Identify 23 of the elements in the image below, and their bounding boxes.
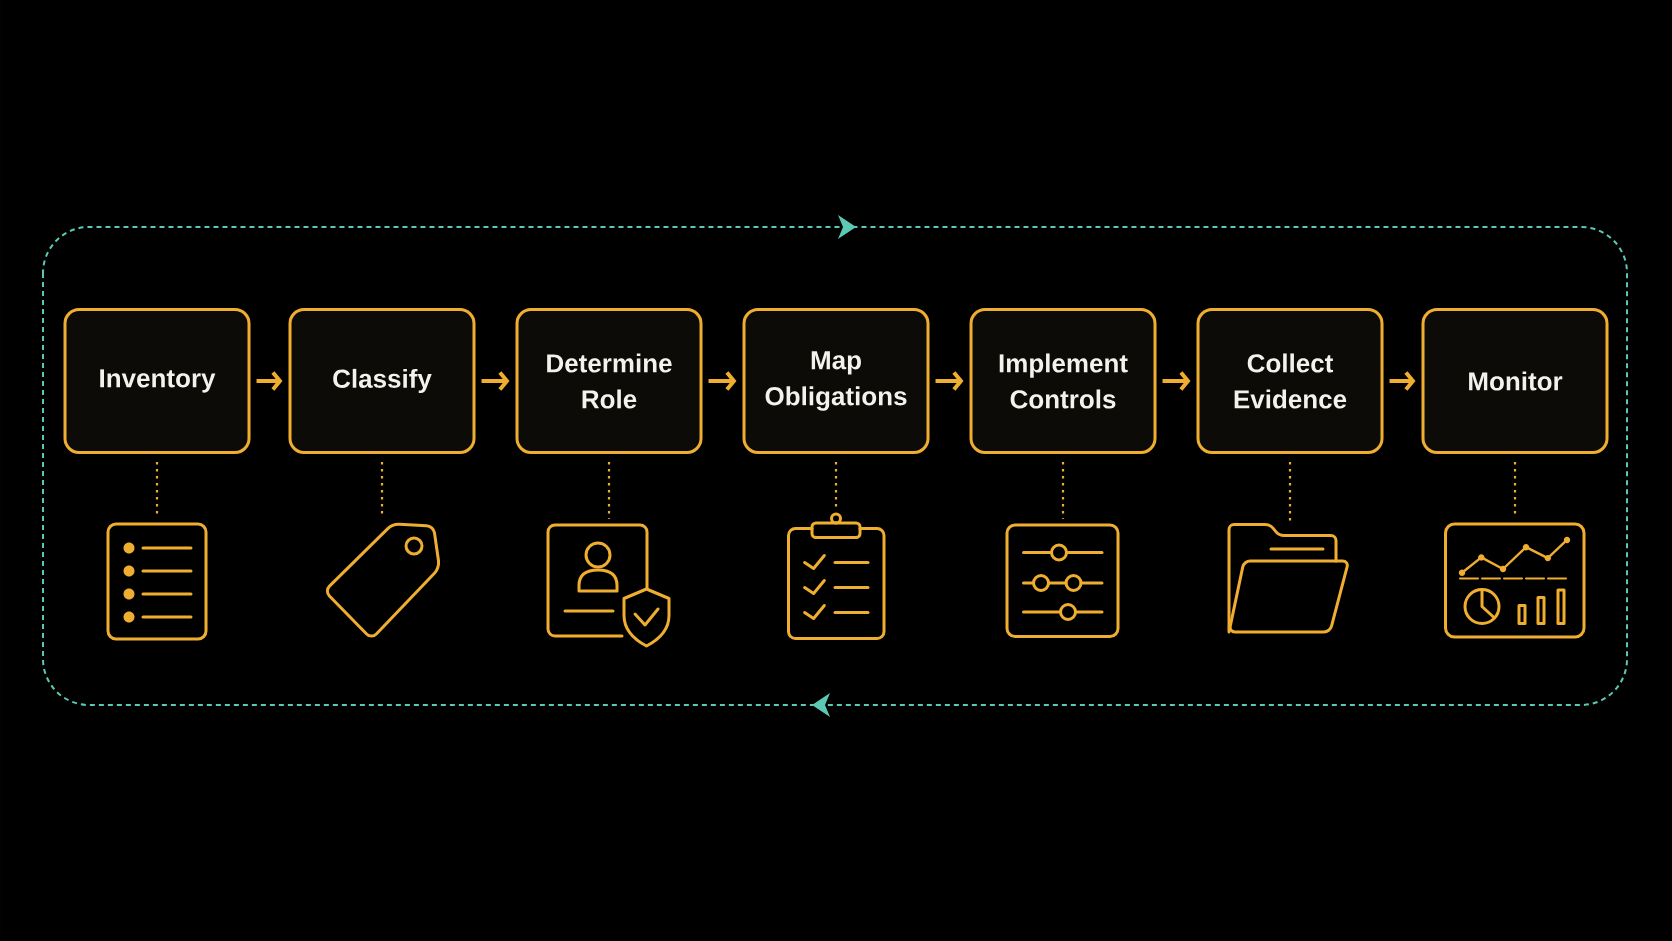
arrow bbox=[481, 371, 510, 391]
tag-icon bbox=[325, 522, 441, 638]
process-box: Implement Controls bbox=[969, 308, 1157, 454]
arrow bbox=[1162, 371, 1191, 391]
dashboard-chart-icon bbox=[1444, 522, 1586, 639]
process-box: Classify bbox=[288, 308, 476, 454]
leader-line bbox=[834, 462, 838, 509]
user-shield-icon bbox=[546, 523, 671, 648]
process-box: Collect Evidence bbox=[1196, 308, 1384, 454]
process-box: Determine Role bbox=[515, 308, 703, 454]
folder-icon bbox=[1227, 523, 1349, 634]
leader-line bbox=[607, 462, 611, 519]
arrow bbox=[1389, 371, 1416, 391]
process-box: Map Obligations bbox=[742, 308, 930, 454]
leader-line bbox=[1061, 462, 1065, 519]
clipboard-checklist-icon bbox=[787, 512, 886, 640]
sliders-icon bbox=[1005, 523, 1120, 638]
arrow bbox=[935, 371, 964, 391]
process-box: Monitor bbox=[1421, 308, 1609, 454]
arrow bbox=[256, 371, 283, 391]
arrow bbox=[708, 371, 737, 391]
process-box: Inventory bbox=[63, 308, 251, 454]
list-icon bbox=[106, 522, 208, 641]
